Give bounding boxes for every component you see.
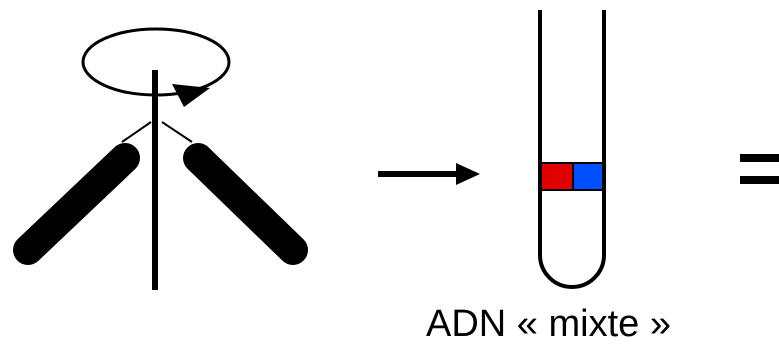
left-arm-link	[121, 121, 152, 143]
right-arm-link	[161, 121, 193, 143]
equals-sign-icon	[740, 154, 779, 184]
rotation-arrow-icon	[172, 84, 210, 107]
equals-top-bar	[740, 154, 779, 162]
process-arrow-icon	[378, 163, 480, 185]
process-arrow-head	[456, 163, 480, 185]
right-tube-arm	[183, 143, 308, 265]
equals-bottom-bar	[740, 176, 779, 184]
left-tube-arm	[13, 143, 140, 265]
dna-band-left	[540, 162, 574, 191]
test-tube-outline	[538, 10, 606, 289]
dna-caption: ADN « mixte »	[426, 303, 671, 345]
test-tube-icon	[538, 10, 606, 289]
dna-band-right	[572, 162, 604, 191]
centrifuge-rotor-icon	[13, 27, 308, 290]
